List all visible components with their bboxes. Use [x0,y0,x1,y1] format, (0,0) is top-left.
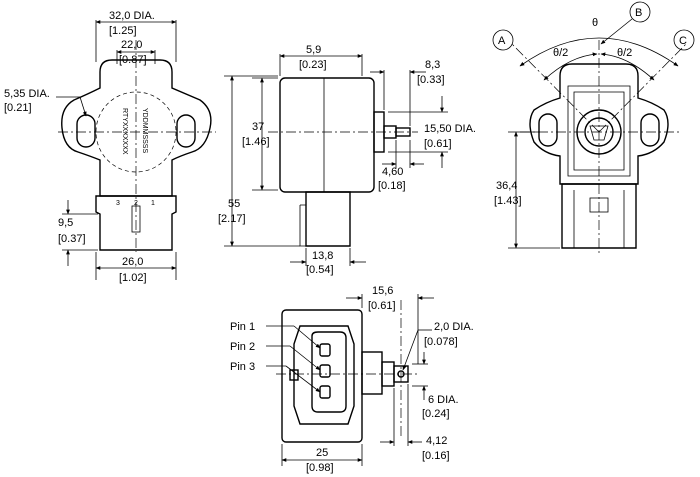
body-marking-line1: YDDMMSSSS [141,108,148,153]
angle-half-left: θ/2 [553,47,568,59]
dim-25-in: [0.98] [306,462,334,474]
dim-156: 15,6 [372,285,393,297]
dim-6-dia-in: [0.24] [422,408,450,420]
dim-6-dia: 6 DIA. [428,394,459,406]
dim-26: 26,0 [122,256,143,268]
callout-c: C [679,35,687,47]
dim-95-in: [0.37] [58,233,86,245]
dim-1550-dia-in: [0.61] [424,138,452,150]
back-view: θ θ/2 θ/2 A B C 36,4 [1.43] [492,1,695,254]
dim-138: 13,8 [312,250,333,262]
connector-pin-2-label: 2 [134,200,138,207]
dim-37: 37 [252,121,264,133]
body-marking-line2: RTYXXXXXXX [121,108,128,155]
dim-83-in: [0.33] [417,74,445,86]
side-view: 5,9 [0.23] 8,3 [0.33] 37 [1.46] 55 [2.17… [218,44,476,276]
callout-b: B [635,7,642,19]
dim-25: 25 [316,447,328,459]
dim-26-in: [1.02] [119,272,147,284]
dim-32-dia: 32,0 DIA. [109,10,155,22]
pin-1-label: Pin 1 [230,321,255,333]
dim-59: 5,9 [306,44,321,56]
dim-364: 36,4 [496,180,517,192]
dim-364-in: [1.43] [494,195,522,207]
connector-pin-1-label: 1 [151,200,155,207]
pin-3-label: Pin 3 [230,361,255,373]
dim-20-dia: 2,0 DIA. [434,321,474,333]
top-view: Pin 1 Pin 2 Pin 3 15,6 [0.61] 2,0 DIA. [… [230,285,474,474]
dim-32-dia-in: [1.25] [109,25,137,37]
dim-55: 55 [228,198,240,210]
dim-55-in: [2.17] [218,213,246,225]
dim-59-in: [0.23] [299,59,327,71]
dim-412: 4,12 [426,435,447,447]
dim-156-in: [0.61] [368,300,396,312]
connector-pin-3-label: 3 [116,200,120,207]
dim-460-in: [0.18] [378,180,406,192]
dim-138-in: [0.54] [306,264,334,276]
dim-95: 9,5 [58,217,73,229]
dim-22-in: [0.87] [119,54,147,66]
pin-2-label: Pin 2 [230,341,255,353]
front-view: YDDMMSSSS RTYXXXXXXX 3 2 1 32,0 DIA. [1.… [4,10,216,284]
dim-535-dia-in: [0.21] [4,102,32,114]
dim-37-in: [1.46] [242,136,270,148]
dim-22: 22,0 [121,39,142,51]
dim-460: 4,60 [382,166,403,178]
dim-20-dia-in: [0.078] [424,336,458,348]
dim-83: 8,3 [425,59,440,71]
callout-a: A [498,35,506,47]
dim-535-dia: 5,35 DIA. [4,88,50,100]
dim-412-in: [0.16] [422,450,450,462]
angle-theta: θ [592,17,598,29]
angle-half-right: θ/2 [617,47,632,59]
dim-1550-dia: 15,50 DIA. [424,123,476,135]
